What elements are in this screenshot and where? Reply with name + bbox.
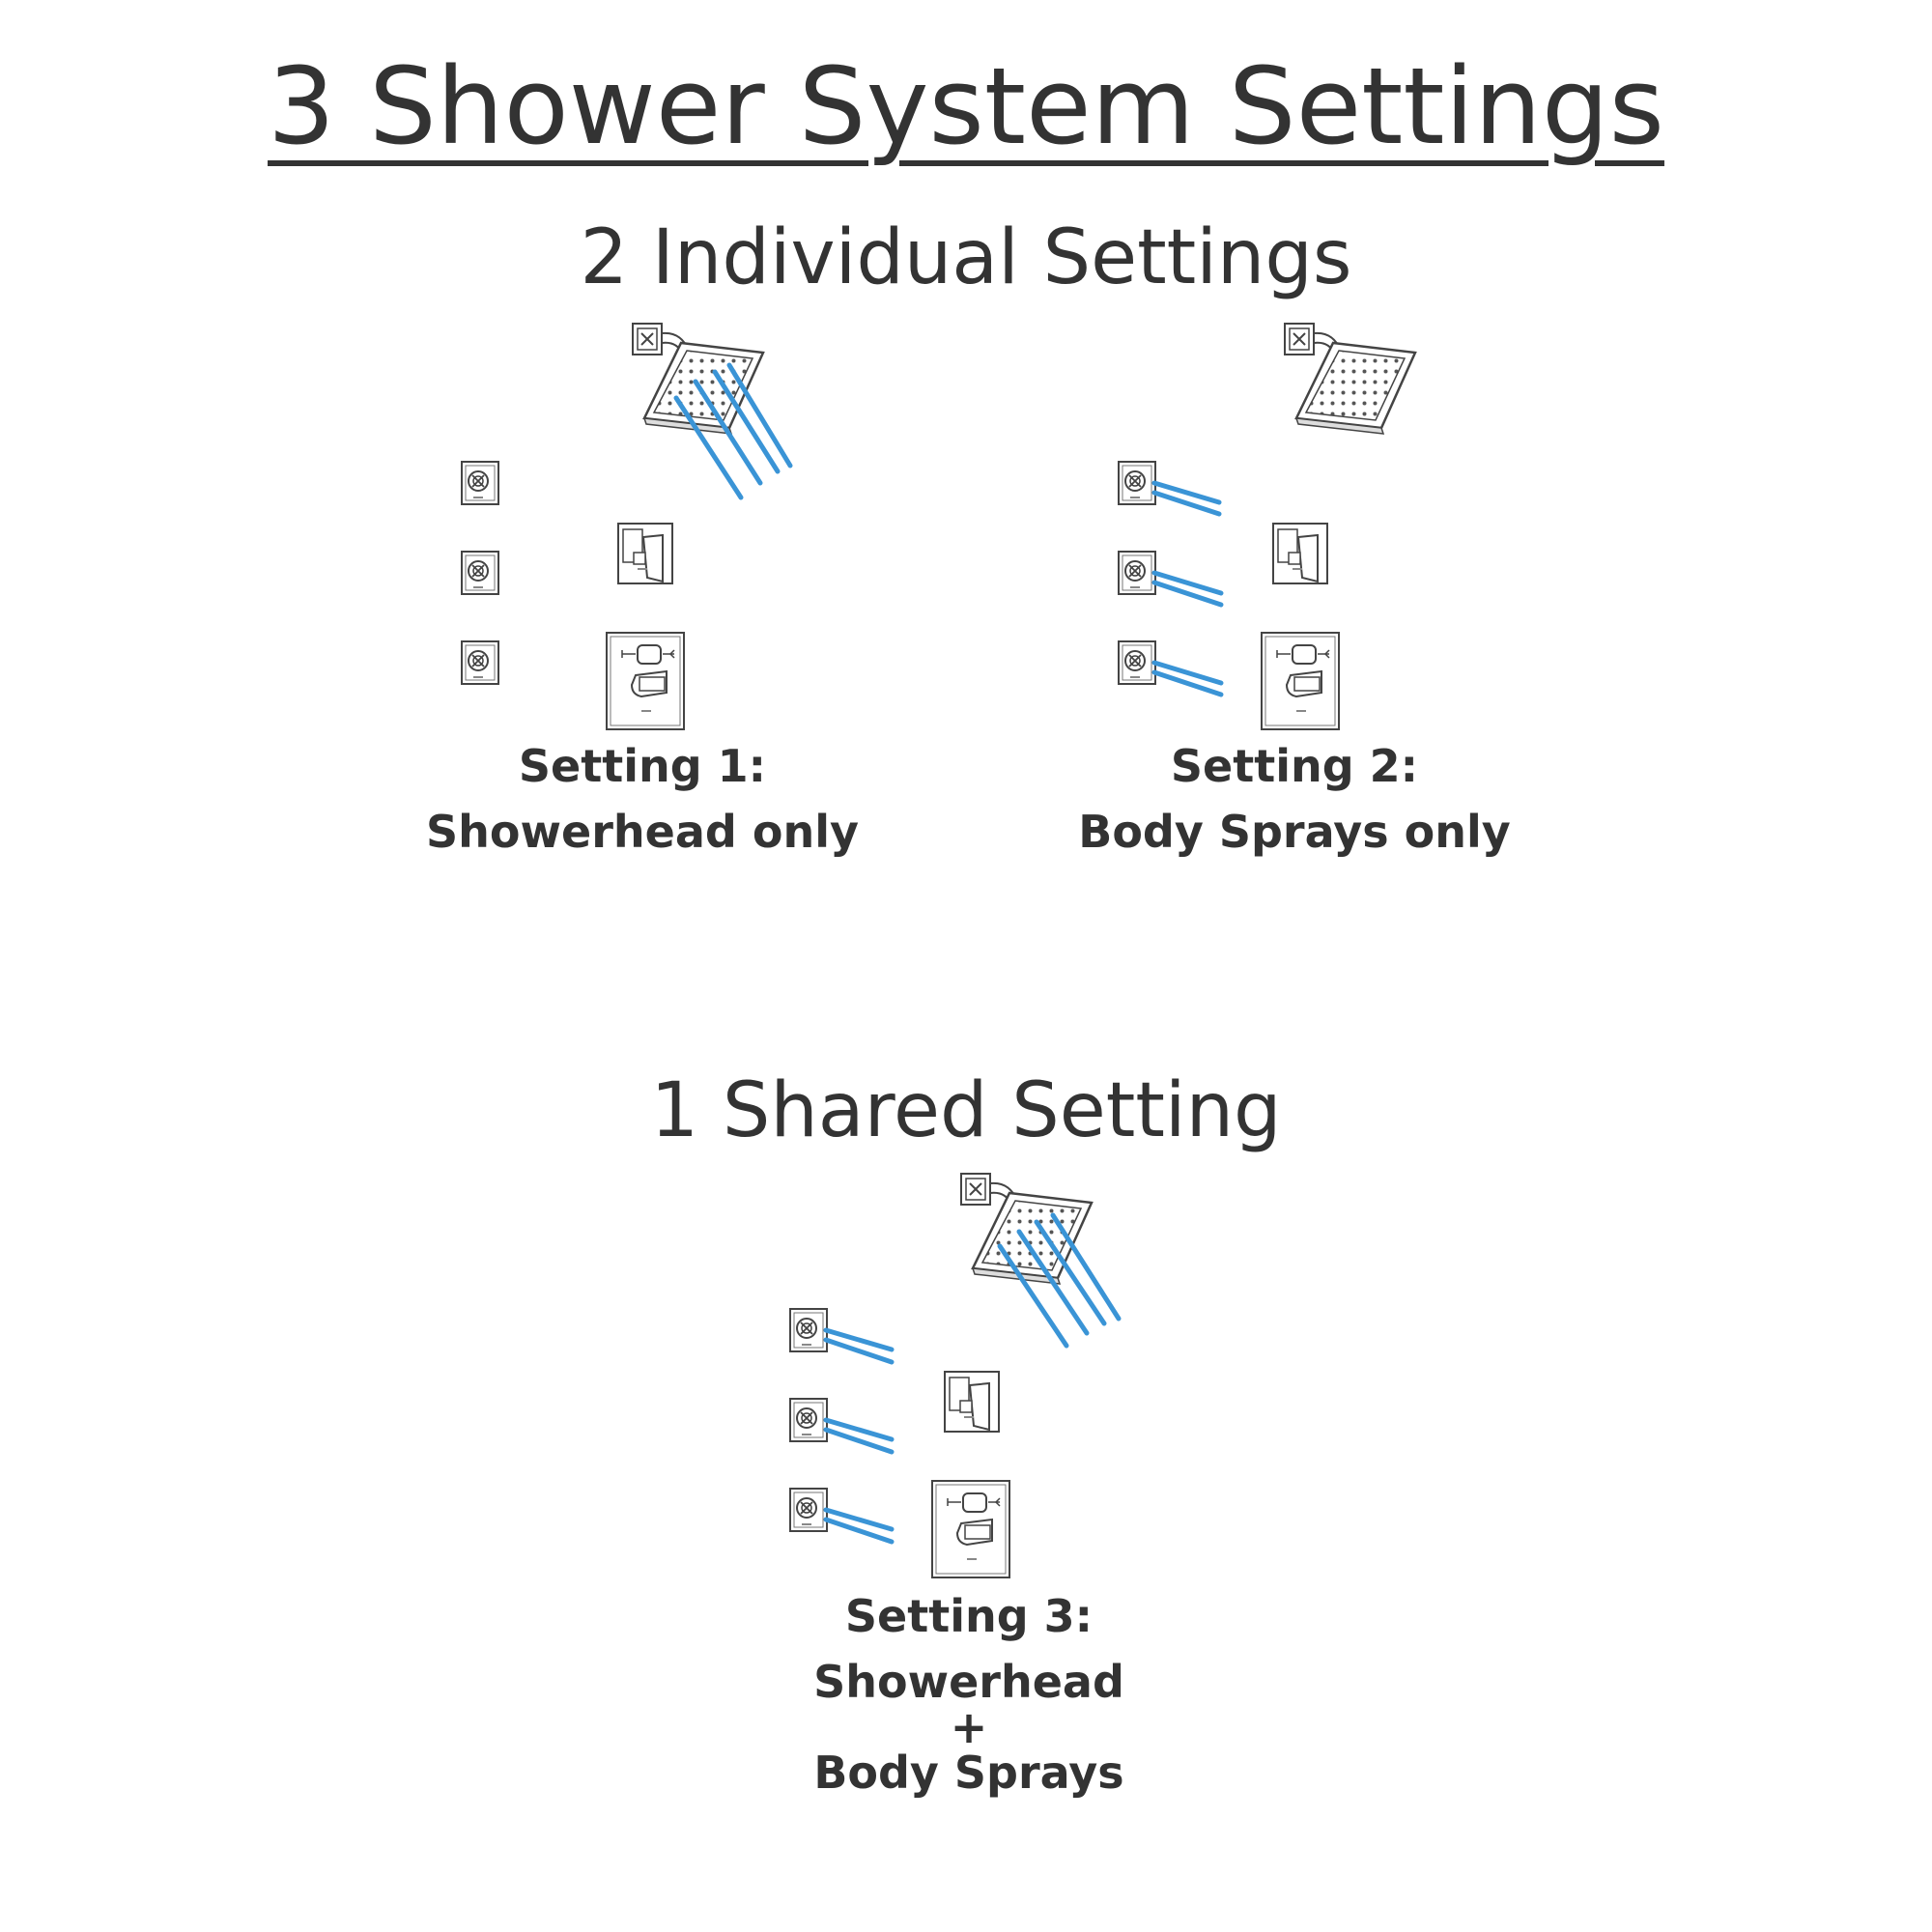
body-spray-icon	[461, 551, 499, 595]
showerhead-icon	[1283, 322, 1417, 436]
body-spray-icon	[789, 1308, 828, 1352]
diverter-icon	[617, 523, 673, 584]
body-spray-icon	[789, 1488, 828, 1532]
shared-setting-heading: 1 Shared Setting	[650, 1067, 1282, 1154]
individual-settings-heading: 2 Individual Settings	[580, 214, 1352, 301]
setting-3-diagram	[789, 1172, 1122, 1578]
setting-3-plus: +	[950, 1701, 988, 1753]
body-spray-icon	[1118, 551, 1156, 595]
setting-3-desc-line1: Showerhead	[813, 1656, 1124, 1708]
diverter-icon	[1272, 523, 1328, 584]
page-title: 3 Shower System Settings	[0, 43, 1932, 169]
page-title-text: 3 Shower System Settings	[268, 44, 1664, 168]
setting-2-diagram	[1118, 322, 1417, 730]
setting-3-desc-line2: Body Sprays	[813, 1747, 1124, 1799]
setting-1-label: Setting 1:	[518, 740, 767, 792]
valve-trim-icon	[606, 632, 685, 730]
valve-trim-icon	[1261, 632, 1340, 730]
showerhead-icon	[959, 1172, 1094, 1286]
body-spray-icon	[1118, 461, 1156, 505]
setting-1-desc: Showerhead only	[426, 806, 859, 858]
body-spray-jets	[1151, 480, 1224, 697]
showerhead-spray	[673, 362, 793, 500]
diverter-icon	[944, 1371, 1000, 1433]
body-spray-icon	[1118, 640, 1156, 685]
body-spray-icon	[789, 1398, 828, 1442]
setting-2-label: Setting 2:	[1170, 740, 1419, 792]
showerhead-spray	[997, 1212, 1122, 1349]
setting-3-label: Setting 3:	[844, 1590, 1094, 1642]
body-spray-icon	[461, 640, 499, 685]
valve-trim-icon	[931, 1480, 1010, 1578]
body-spray-icon	[461, 461, 499, 505]
setting-2-desc: Body Sprays only	[1078, 806, 1511, 858]
body-spray-jets	[823, 1327, 895, 1545]
setting-1-diagram	[461, 322, 793, 730]
